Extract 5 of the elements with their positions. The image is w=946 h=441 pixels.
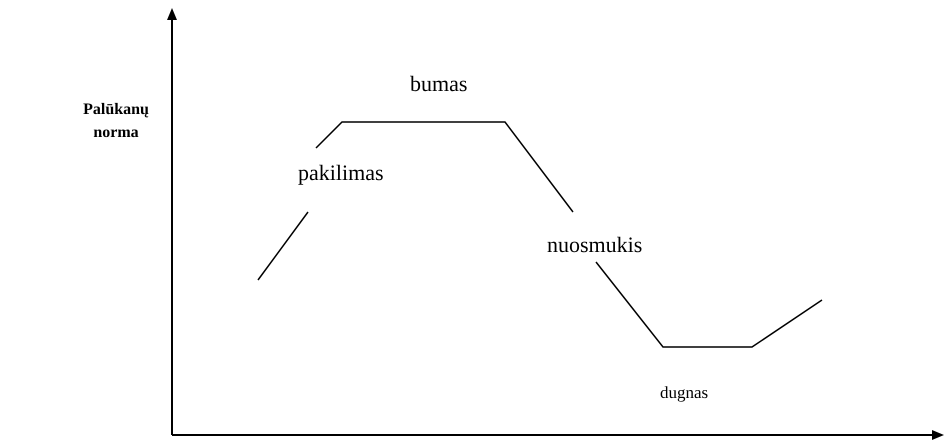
phase-label: dugnas [660,382,708,404]
phase-label: pakilimas [298,159,384,187]
phase-label: bumas [410,70,468,98]
phase-label: nuosmukis [547,231,642,259]
axis-label: Palūkanų norma [82,100,150,144]
